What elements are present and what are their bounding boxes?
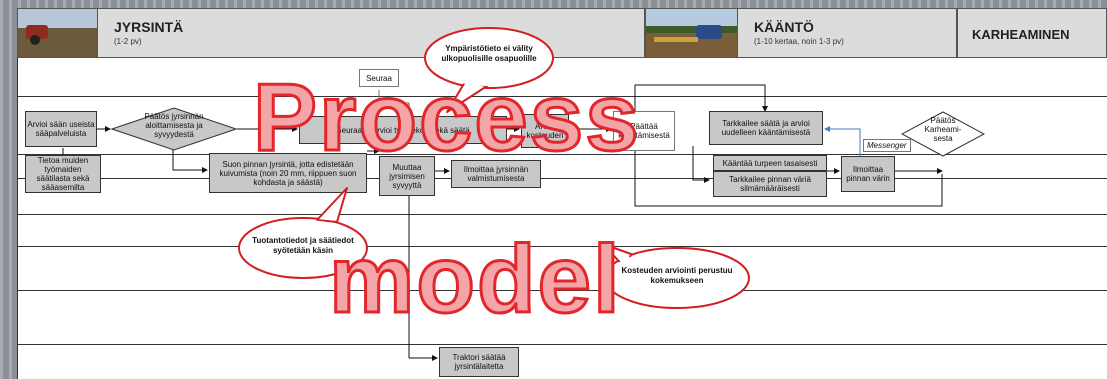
lane-divider — [17, 178, 1107, 179]
callout-bubbles — [238, 27, 750, 309]
callout-ymparistotieto: Ympäristötieto ei välity ulkopuolisille … — [441, 44, 537, 63]
jyrsinta-duration: (1-2 pv) — [114, 37, 142, 46]
karheaminen-title: KARHEAMINEN — [972, 27, 1070, 42]
lane-divider — [17, 246, 1107, 247]
field-photo-jyrsinta — [18, 9, 98, 57]
lane-divider — [17, 344, 1107, 345]
lane-divider — [17, 214, 1107, 215]
task-kaantaa-turpeen: Kääntää turpeen tasaisesti — [713, 155, 827, 171]
task-seuraa: Seuraa — [359, 69, 399, 87]
callout-kosteuden-arviointi: Kosteuden arviointi perustuu kokemukseen — [621, 266, 733, 285]
kaanto-duration: (1-10 kertaa, noin 1-3 pv) — [754, 37, 844, 46]
header-karheaminen: KARHEAMINEN — [957, 8, 1107, 58]
gateway-paatos-karheamisesta — [901, 111, 985, 157]
task-paattaa-kaantamisesta: Päättää kääntämisestä — [613, 111, 675, 151]
process-slide: JYRSINTÄ (1-2 pv) KÄÄNTÖ (1-10 kertaa, n… — [17, 8, 1107, 379]
field-photo-kaanto — [646, 9, 738, 57]
task-moo: Moo — [387, 97, 417, 111]
task-tietoa-muiden: Tietoa muiden työmaiden säätilasta sekä … — [25, 155, 101, 193]
task-arvioi-kosteuden: Arvioi kosteuden — [521, 114, 569, 148]
header-kaanto: KÄÄNTÖ (1-10 kertaa, noin 1-3 pv) — [645, 8, 957, 58]
task-suon-pinnan-jyrsinta: Suon pinnan jyrsintä, jotta edistetään k… — [209, 153, 367, 193]
header-jyrsinta: JYRSINTÄ (1-2 pv) — [17, 8, 645, 58]
lane-divider — [17, 154, 1107, 155]
task-tarkkailee-pinnan: Tarkkailee pinnan väriä silmämääräisesti — [713, 171, 827, 197]
lane-divider — [17, 290, 1107, 291]
gateway-paatos-karheamisesta-label: Päätös Karheami-sesta — [924, 116, 962, 143]
task-tarkkailee-saata: Tarkkailee säätä ja arvioi uudelleen kää… — [709, 111, 823, 145]
callout-tuotantotiedot: Tuotantotiedot ja säätiedot syötetään kä… — [252, 236, 354, 255]
lane-divider — [17, 96, 1107, 97]
task-arvioi-saan: Arvioi sään useista sääpalveluista — [25, 111, 97, 147]
watermark-process: Process — [252, 64, 641, 171]
watermark-model: model — [328, 226, 622, 333]
task-ilmoittaa-jyrsinnan: Ilmoittaa jyrsinnän valmistumisesta — [451, 160, 541, 188]
lane-left-border — [17, 58, 18, 379]
task-traktori-saataa: Traktori säätää jyrsintälaitetta — [439, 347, 519, 377]
kaanto-title: KÄÄNTÖ — [754, 19, 814, 35]
task-seuraa-ja-arvioi: Seuraa ja arvioi työntekoa sekä säätä — [299, 116, 507, 144]
gateway-paatos-jyrsinnan-label: Päätös jyrsinnän aloittamisesta ja syvyy… — [144, 112, 204, 139]
gateway-paatos-jyrsinnan — [111, 107, 237, 151]
jyrsinta-title: JYRSINTÄ — [114, 19, 184, 35]
task-muuttaa-syvyytta: Muuttaa jyrsimisen syvyyttä — [379, 156, 435, 196]
messenger-label: Messenger — [863, 139, 911, 152]
task-ilmoittaa-pinnan: Ilmoittaa pinnan värin — [841, 156, 895, 192]
